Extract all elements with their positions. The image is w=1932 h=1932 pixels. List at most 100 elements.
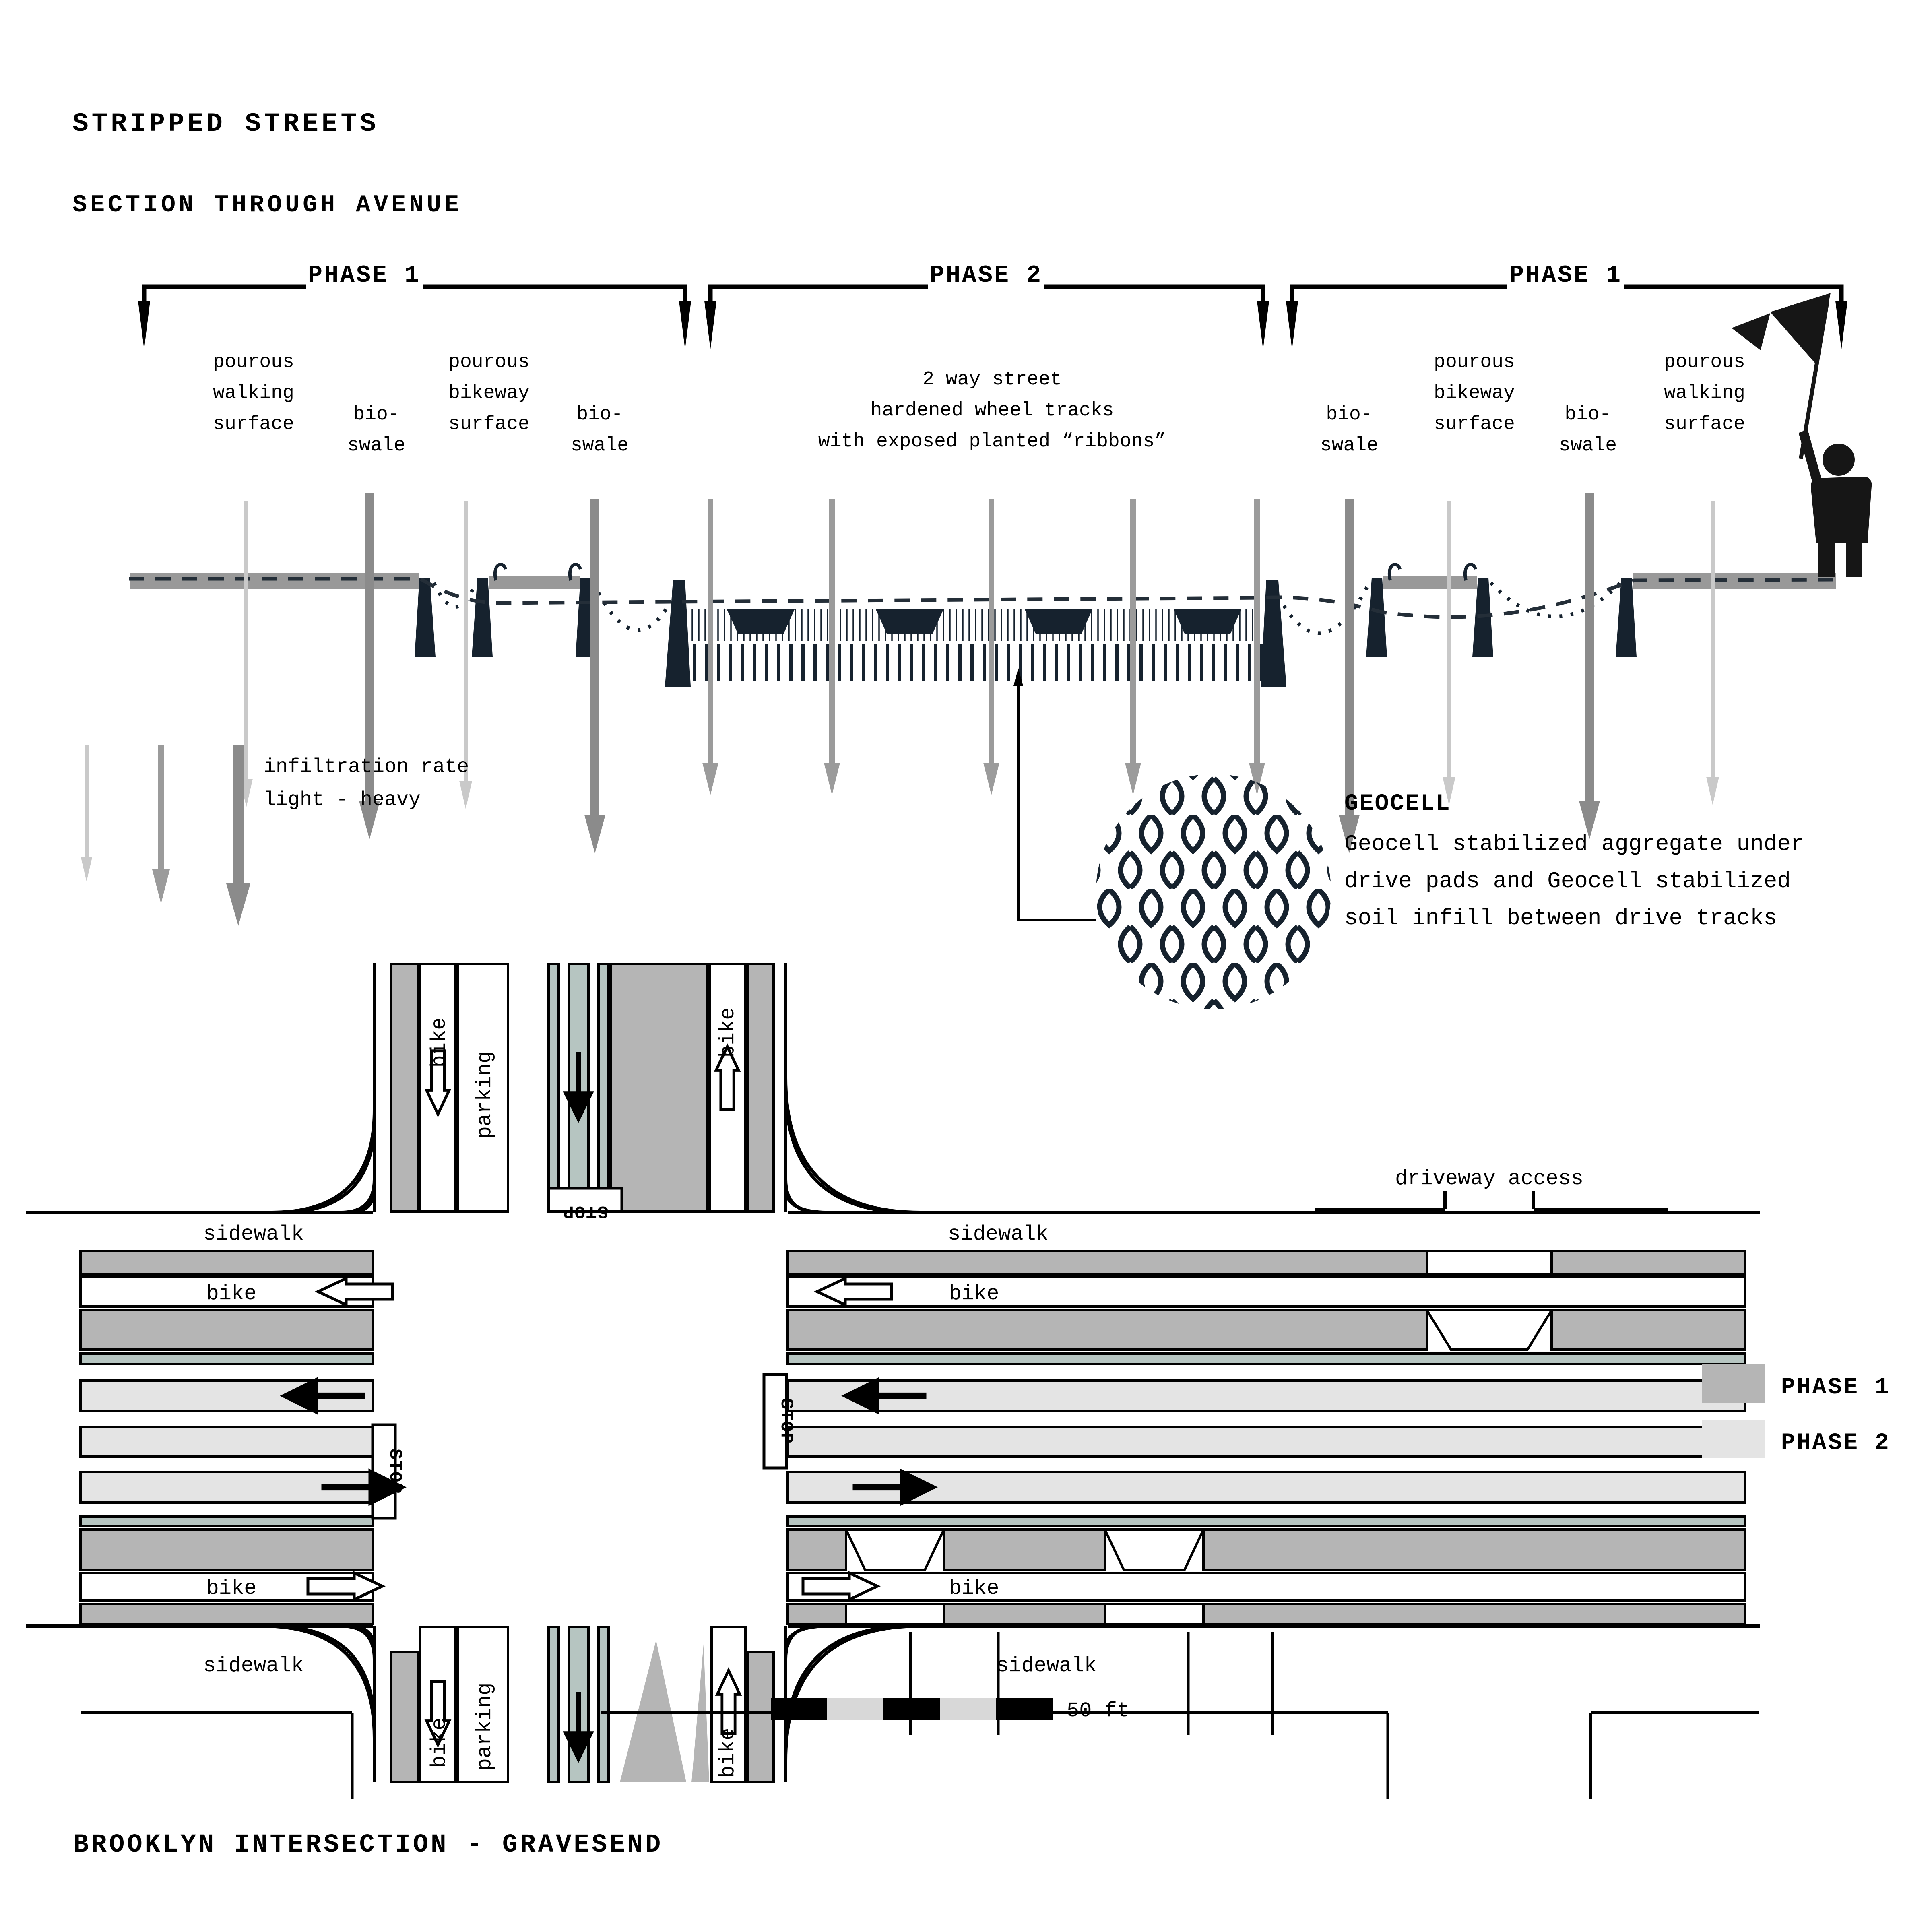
geocell-soil-hatch bbox=[686, 644, 1265, 681]
phase1-median bbox=[609, 963, 709, 1213]
medium-arrow-icon bbox=[152, 745, 170, 904]
label-line: bikeway bbox=[1434, 382, 1515, 404]
geocell-body-line: Geocell stabilized aggregate under bbox=[1344, 831, 1804, 857]
bike-label: bike bbox=[427, 1718, 451, 1768]
parking-label: parking bbox=[473, 1683, 497, 1771]
plan-labels: sidewalk sidewalk sidewalk sidewalk bike… bbox=[203, 1007, 1097, 1778]
sidewalk-label: sidewalk bbox=[203, 1222, 304, 1246]
phase2-lane bbox=[786, 1471, 1746, 1504]
plan-view: STOP STOP STOP sidewalk sidewalk bbox=[26, 963, 1891, 1799]
phase-label: PHASE 1 bbox=[308, 262, 421, 289]
stop-bar bbox=[762, 1373, 788, 1470]
infiltration-arrows bbox=[240, 493, 1719, 853]
stop-bars: STOP STOP STOP bbox=[371, 1187, 796, 1520]
sidewalk-label: sidewalk bbox=[203, 1654, 304, 1678]
phase1-band bbox=[1550, 1250, 1746, 1276]
grade-dashed-line bbox=[129, 577, 1836, 619]
label-bikeway-right: pourous bikeway surface bbox=[1434, 351, 1515, 435]
bracket-arrow-icon bbox=[1257, 301, 1269, 349]
phase2-lane bbox=[79, 1426, 374, 1458]
corner-curves bbox=[262, 1077, 921, 1761]
curb-hooks bbox=[493, 563, 1477, 581]
label-bioswale-3: bio- swale bbox=[1320, 404, 1378, 456]
phase1-band bbox=[786, 1309, 1428, 1351]
phase1-band bbox=[786, 1528, 847, 1571]
phase-bracket-left: PHASE 1 bbox=[138, 262, 691, 349]
phase-label: PHASE 1 bbox=[1509, 262, 1622, 289]
bike-lane bbox=[786, 1572, 1746, 1602]
label-line: surface bbox=[213, 413, 294, 435]
phase1-band bbox=[79, 1528, 374, 1571]
phase1-strip bbox=[746, 963, 775, 1213]
label-line: pourous bbox=[1434, 351, 1515, 373]
heavy-arrow-icon bbox=[226, 745, 250, 926]
bike-label: bike bbox=[206, 1282, 257, 1306]
phase1-segment bbox=[943, 1603, 1106, 1625]
phase1-band bbox=[943, 1528, 1106, 1571]
scale-bar: 50 ft bbox=[771, 1698, 1129, 1723]
label-line: bio- bbox=[576, 404, 623, 425]
green-strip bbox=[79, 1515, 374, 1527]
drive-pads bbox=[727, 609, 1242, 634]
driveway-gap bbox=[1426, 1250, 1553, 1276]
scale-label: 50 ft bbox=[1067, 1699, 1129, 1723]
phase-label: PHASE 2 bbox=[930, 262, 1042, 289]
label-line: swale bbox=[1559, 435, 1617, 456]
phase2-lane bbox=[786, 1426, 1746, 1458]
north-leg bbox=[373, 963, 787, 1213]
phase-legend: PHASE 1 PHASE 2 bbox=[1702, 1364, 1891, 1458]
label-walking-left: pourous walking surface bbox=[213, 351, 294, 435]
phase2-legend-label: PHASE 2 bbox=[1781, 1430, 1891, 1456]
light-arrow-icon bbox=[81, 745, 92, 881]
driveway-apron bbox=[1103, 1528, 1205, 1571]
stop-label: STOP bbox=[562, 1201, 608, 1221]
label-line: 2 way street bbox=[923, 369, 1062, 390]
bike-label: bike bbox=[716, 1007, 740, 1058]
bioswale-dip bbox=[1489, 581, 1622, 618]
label-line: bio- bbox=[1326, 404, 1372, 425]
label-bioswale-4: bio- swale bbox=[1559, 404, 1617, 456]
bracket-arrow-icon bbox=[1835, 301, 1847, 349]
geocell-callout: GEOCELL Geocell stabilized aggregate und… bbox=[1013, 668, 1804, 1009]
phase1-band bbox=[79, 1250, 374, 1276]
bike-label: bike bbox=[949, 1282, 999, 1306]
phase-bracket-right: PHASE 1 bbox=[1286, 262, 1847, 349]
phase1-strip bbox=[390, 963, 419, 1213]
label-line: swale bbox=[347, 435, 405, 456]
walking-surface-band bbox=[130, 573, 419, 589]
label-line: surface bbox=[448, 413, 530, 435]
scale-segment bbox=[883, 1698, 940, 1720]
phase1-legend-label: PHASE 1 bbox=[1781, 1375, 1891, 1401]
label-line: pourous bbox=[448, 351, 530, 373]
bracket-arrow-icon bbox=[138, 301, 150, 349]
label-2way-street: 2 way street hardened wheel tracks with … bbox=[818, 369, 1166, 452]
driveway-apron bbox=[1424, 1309, 1554, 1351]
parking-label: parking bbox=[473, 1051, 497, 1139]
bike-lane bbox=[786, 1276, 1746, 1308]
scale-segment bbox=[827, 1698, 883, 1720]
label-line: bio- bbox=[353, 404, 399, 425]
label-bioswale-1: bio- swale bbox=[347, 404, 405, 456]
bikeway-surface-band bbox=[489, 576, 580, 589]
page-title: STRIPPED STREETS bbox=[72, 109, 379, 139]
green-strip bbox=[547, 1626, 560, 1783]
bioswale-dip bbox=[1282, 582, 1371, 635]
label-line: pourous bbox=[1664, 351, 1745, 373]
geocell-title: GEOCELL bbox=[1344, 791, 1451, 817]
bike-lane bbox=[710, 1626, 747, 1783]
bike-label: bike bbox=[716, 1728, 740, 1778]
infiltration-label-line2: light - heavy bbox=[264, 788, 421, 811]
green-strip bbox=[79, 1352, 374, 1365]
section-labels: pourous walking surface bio- swale pouro… bbox=[213, 351, 1745, 456]
label-line: surface bbox=[1664, 413, 1745, 435]
phase1-band bbox=[786, 1250, 1428, 1276]
green-strip bbox=[547, 963, 560, 1213]
label-line: hardened wheel tracks bbox=[871, 400, 1114, 421]
scale-segment bbox=[996, 1698, 1053, 1720]
stop-bar bbox=[547, 1187, 623, 1213]
label-line: bikeway bbox=[448, 382, 530, 404]
east-arm bbox=[786, 1211, 1760, 1628]
phase-bracket-middle: PHASE 2 bbox=[704, 262, 1269, 349]
phase1-segment bbox=[1202, 1603, 1746, 1625]
geocell-body-line: soil infill between drive tracks bbox=[1344, 905, 1777, 931]
